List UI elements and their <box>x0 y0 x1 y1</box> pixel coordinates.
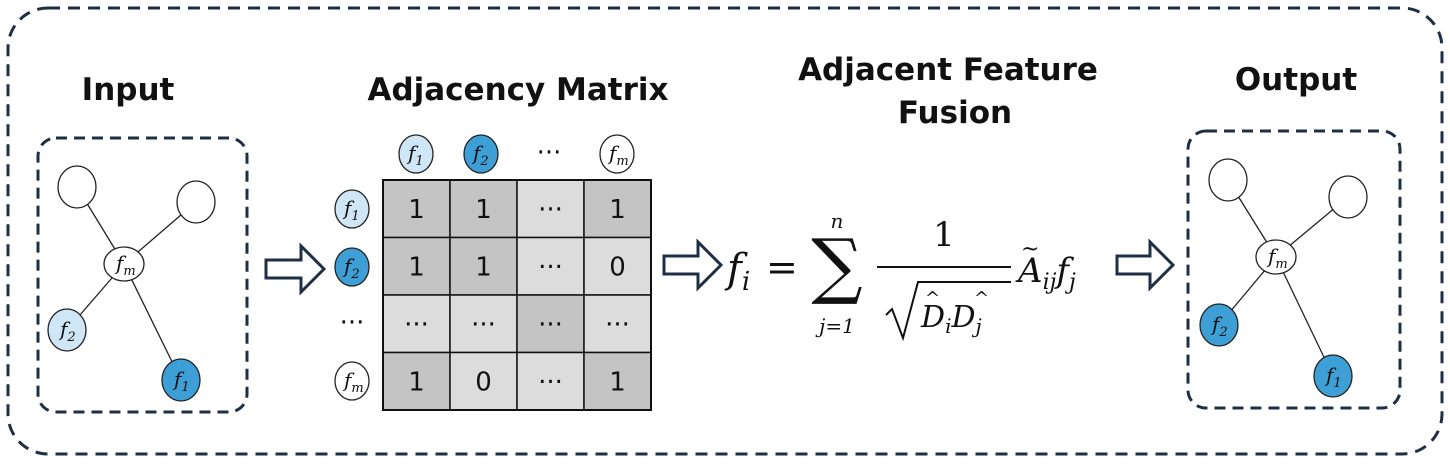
matrix-cell <box>449 294 518 354</box>
input-graph: fm f2 f1 <box>36 136 249 414</box>
formula-hat-1: ^ <box>925 288 940 309</box>
matrix-column-header-ellipsis: ··· <box>537 138 562 168</box>
formula-lhs: fi <box>724 246 750 297</box>
graph-node-f2 <box>47 308 87 352</box>
matrix-cell-value: 1 <box>609 367 626 397</box>
graph-edge <box>123 263 182 381</box>
output-graph-frame <box>1186 129 1402 410</box>
matrix-cell-value: ··· <box>538 367 563 397</box>
formula-a-term: Aijfj <box>1015 251 1076 295</box>
graph-node-f1 <box>161 358 201 402</box>
matrix-cell-value: 1 <box>408 367 425 397</box>
matrix-cell-value: ··· <box>538 195 563 225</box>
matrix-cell <box>449 236 518 296</box>
right-arrow-icon <box>1115 238 1176 292</box>
matrix-column-header-node <box>398 134 434 174</box>
matrix-cell-value: 0 <box>475 367 492 397</box>
matrix-cell-value: 1 <box>475 252 492 282</box>
matrix-cell-value: 0 <box>609 252 626 282</box>
formula-sqrt-sign <box>885 281 1011 342</box>
right-arrow-icon <box>662 238 724 292</box>
output-title: Output <box>1235 62 1358 98</box>
matrix-row-header-node <box>334 189 370 229</box>
graph-node-empty <box>176 180 216 224</box>
matrix-cell-value: 1 <box>408 195 425 225</box>
matrix-cell <box>516 351 585 411</box>
matrix-column-header-node <box>599 134 635 174</box>
fusion-formula: fi = n ∑ j=1 1 DiDj ^ ^ Aijfj ~ <box>724 209 1076 342</box>
output-graph: fm f2 f1 <box>1186 129 1402 410</box>
formula-hat-2: ^ <box>974 288 989 309</box>
matrix-row-header-node <box>334 247 370 287</box>
matrix-cell <box>382 351 451 411</box>
formula-denominator: DiDj <box>920 300 982 338</box>
graph-node-center <box>103 246 145 282</box>
matrix-cell-value: ··· <box>538 252 563 282</box>
graph-node-empty <box>1328 175 1368 219</box>
matrix-column-header-node <box>463 134 499 174</box>
matrix-row-header-ellipsis: ··· <box>340 308 365 338</box>
fusion-title-line2: Fusion <box>898 95 1012 131</box>
formula-equals: = <box>766 245 798 289</box>
formula-tilde: ~ <box>1021 237 1039 262</box>
formula-sigma: ∑ <box>811 223 862 307</box>
matrix-cell <box>583 294 652 354</box>
matrix-cell <box>449 351 518 411</box>
matrix-title: Adjacency Matrix <box>367 72 668 108</box>
graph-node-empty <box>57 165 97 209</box>
matrix-cell-value: ··· <box>538 310 563 340</box>
matrix-cell-value: ··· <box>471 310 496 340</box>
matrix-border <box>382 179 652 411</box>
outer-frame <box>6 6 1444 456</box>
matrix-cell <box>583 179 652 239</box>
graph-edge <box>1275 256 1334 377</box>
formula-numerator: 1 <box>933 215 955 255</box>
input-title: Input <box>82 72 175 108</box>
matrix-cell-value: ··· <box>404 310 429 340</box>
matrix-cell-value: ··· <box>605 310 630 340</box>
graph-node-f1 <box>1313 354 1353 398</box>
graph-node-empty <box>1208 158 1248 202</box>
matrix-cell <box>583 236 652 296</box>
matrix-row-header-node <box>334 361 370 401</box>
matrix-cells: 1 1 ··· 1 1 1 ··· 0 ··· ··· ··· ··· 1 0 ··· 1 <box>382 179 652 411</box>
matrix-cell-value: 1 <box>408 252 425 282</box>
graph-node-f2 <box>1199 303 1239 347</box>
graph-node-center <box>1255 239 1297 275</box>
formula-sum-lower: j=1 <box>815 314 855 338</box>
matrix-cell <box>516 294 585 354</box>
fusion-title-line1: Adjacent Feature <box>798 52 1098 88</box>
right-arrow-icon <box>264 242 327 296</box>
matrix-cell-value: 1 <box>609 195 626 225</box>
formula-sum-upper: n <box>831 209 844 233</box>
matrix-cell-value: 1 <box>475 195 492 225</box>
